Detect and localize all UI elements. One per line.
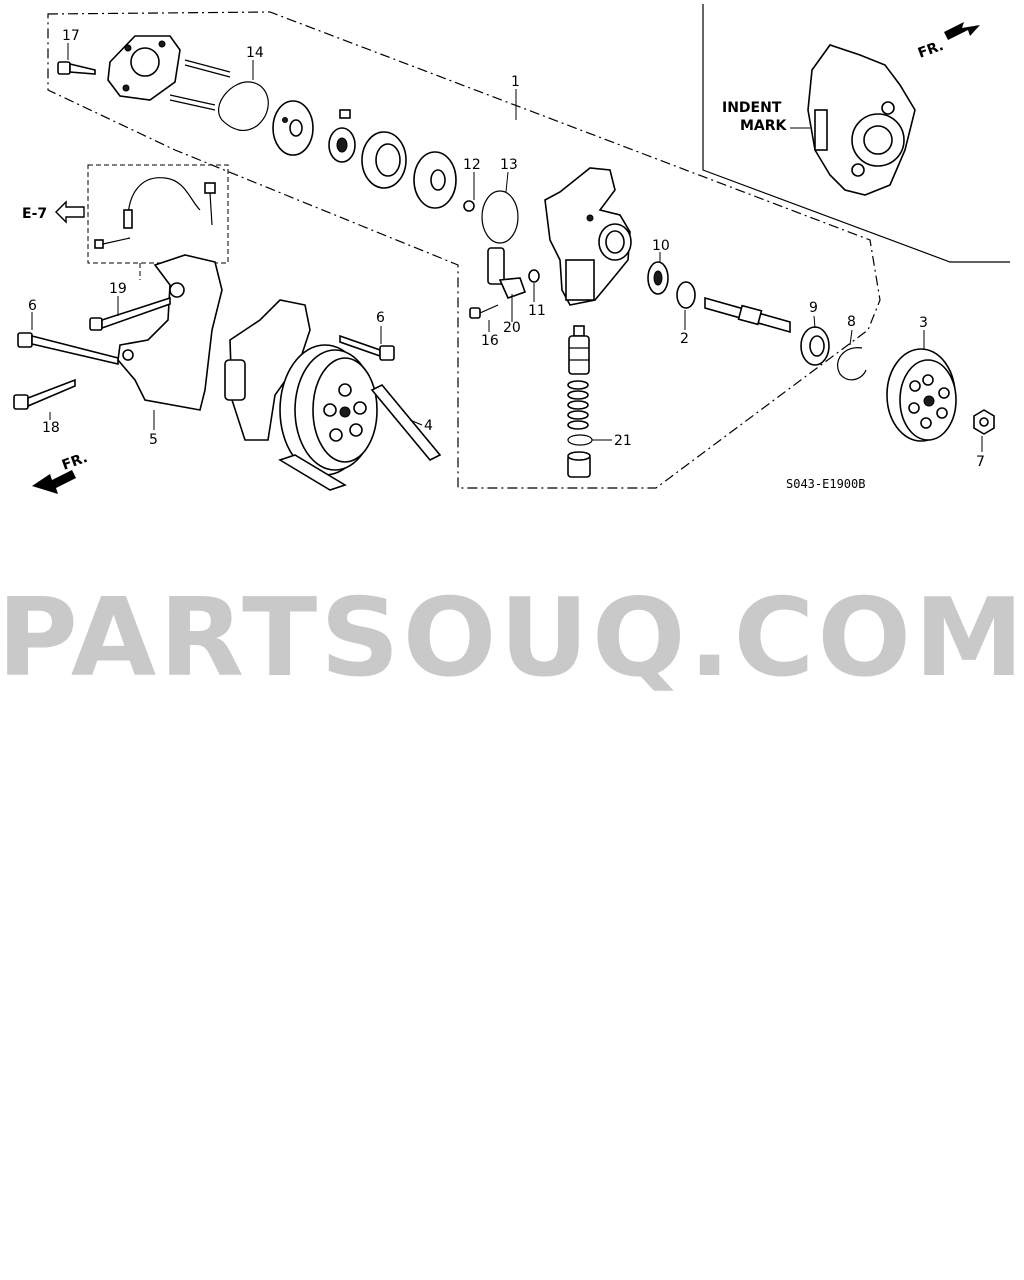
washer-11[interactable]: [528, 269, 540, 283]
flow-control-valve[interactable]: [568, 325, 590, 375]
callout-1: 1: [511, 74, 520, 90]
dowel-pins: [169, 59, 231, 111]
pump-rotor[interactable]: [328, 127, 356, 163]
fr-left-arrow: [32, 470, 76, 494]
bracket-5[interactable]: [117, 254, 223, 411]
assembled-pulley: [279, 344, 378, 476]
assembly-boundary-hose: [87, 164, 229, 264]
watermark: PARTSOUQ.COM: [0, 576, 1024, 701]
pump-body[interactable]: [544, 167, 632, 306]
pump-shaft[interactable]: [704, 296, 791, 334]
callout-20: 20: [503, 320, 521, 336]
snap-ring-8[interactable]: [837, 347, 867, 381]
callout-4: 4: [424, 418, 433, 434]
bolt-6-right[interactable]: [339, 334, 395, 361]
bolt-16[interactable]: [469, 304, 499, 319]
callout-16: 16: [481, 333, 499, 349]
callout-2: 2: [680, 331, 689, 347]
e7-arrow: [55, 200, 85, 224]
bolt-6-left[interactable]: [17, 332, 119, 366]
o-ring-14[interactable]: [218, 81, 269, 132]
callout-7: 7: [976, 454, 985, 470]
o-ring-21[interactable]: [567, 434, 593, 446]
e7-reference: E-7: [22, 206, 47, 222]
o-ring-13[interactable]: [481, 190, 519, 244]
callout-3: 3: [919, 315, 928, 331]
callout-9: 9: [809, 300, 818, 316]
indent-mark-label-2: MARK: [740, 118, 788, 134]
seal-12[interactable]: [463, 200, 475, 212]
callout-6-left: 6: [28, 298, 37, 314]
outlet-fitting-20[interactable]: [487, 247, 527, 300]
bolt-17[interactable]: [57, 61, 96, 75]
caliper-inset: [807, 44, 916, 196]
callout-19: 19: [109, 281, 127, 297]
assembled-pump: [224, 299, 311, 441]
fr-right-label: FR.: [916, 38, 946, 62]
fr-right-arrow: [944, 22, 980, 40]
callout-10: 10: [652, 238, 670, 254]
vane-key: [339, 109, 351, 119]
pressure-hose: [94, 177, 216, 249]
leader-lines: [31, 43, 983, 452]
inset-frame: [702, 4, 1010, 263]
spring[interactable]: [567, 380, 589, 430]
callout-6-right: 6: [376, 310, 385, 326]
pump-cover[interactable]: [107, 35, 181, 101]
drive-belt-4[interactable]: [278, 384, 442, 491]
belt-leader: [409, 419, 423, 426]
pulley-3[interactable]: [886, 348, 957, 442]
callout-21: 21: [614, 433, 632, 449]
bolt-19[interactable]: [89, 296, 171, 331]
callout-17: 17: [62, 28, 80, 44]
side-plate[interactable]: [272, 100, 314, 156]
bearing-10[interactable]: [647, 261, 669, 295]
callout-13: 13: [500, 157, 518, 173]
bearing-9[interactable]: [800, 326, 830, 366]
assembly-boundary-pump: [47, 11, 881, 489]
fr-left-label: FR.: [60, 450, 90, 474]
cam-ring[interactable]: [361, 131, 407, 189]
callout-12: 12: [463, 157, 481, 173]
callout-18: 18: [42, 420, 60, 436]
side-plate-2[interactable]: [413, 151, 457, 209]
nut-7[interactable]: [973, 409, 995, 435]
callout-11: 11: [528, 303, 546, 319]
parts-diagram: 17 14 1 12 13 10 11 20 16 2 9 8 3 7 21 1…: [13, 4, 1010, 494]
callout-8: 8: [847, 314, 856, 330]
callout-14: 14: [246, 45, 264, 61]
callout-5: 5: [149, 432, 158, 448]
plug[interactable]: [567, 451, 591, 478]
diagram-code: S043-E1900B: [786, 477, 865, 491]
indent-mark-label-1: INDENT: [722, 100, 782, 116]
bolt-18[interactable]: [13, 378, 76, 410]
seal-2[interactable]: [676, 281, 696, 309]
